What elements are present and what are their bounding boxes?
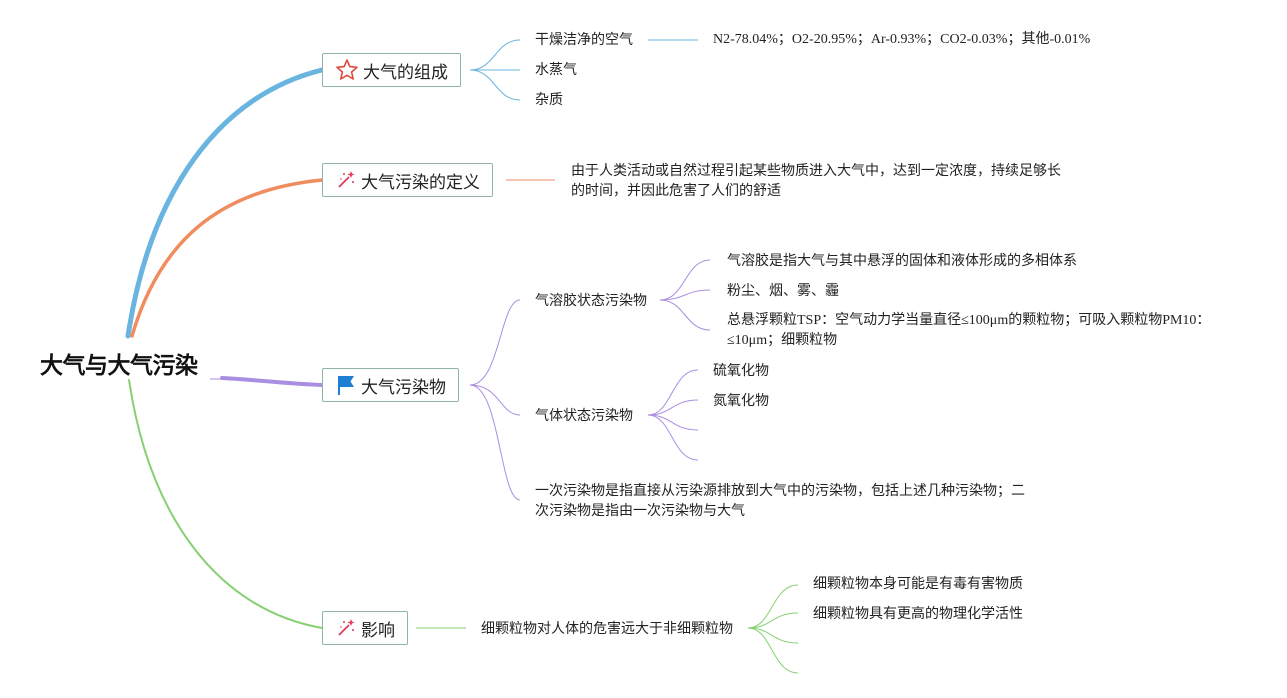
topic-composition[interactable]: 大气的组成 [322, 53, 461, 87]
link-impact-empty2 [747, 627, 799, 674]
link-comp-air [469, 39, 521, 71]
link-aerosol-tsp [659, 299, 711, 331]
link-poll-aerosol [469, 299, 521, 386]
primary-secondary-line1: 一次污染物是指直接从污染源排放到大气中的污染物，包括上述几种污染物；二 [535, 483, 1025, 499]
gas-sulfur-oxides[interactable]: 硫氧化物 [713, 363, 769, 379]
link-impact-active [747, 612, 799, 629]
topic-impact-label: 影响 [361, 620, 395, 641]
definition-detail-line2: 的时间，并因此危害了人们的舒适 [571, 183, 781, 199]
aerosol-tsp-line2: ≤10μm；细颗粒物 [727, 333, 838, 348]
impact-summary[interactable]: 细颗粒物对人体的危害远大于非细颗粒物 [481, 621, 733, 637]
composition-item-air[interactable]: 干燥洁净的空气 [535, 32, 633, 48]
impact-toxic[interactable]: 细颗粒物本身可能是有毒有害物质 [813, 576, 1023, 592]
link-aerosol-dust [659, 289, 711, 301]
link-impact-toxic [747, 584, 799, 629]
topic-pollutants[interactable]: 大气污染物 [322, 368, 459, 402]
topic-definition[interactable]: 大气污染的定义 [322, 163, 493, 197]
composition-item-impurity[interactable]: 杂质 [535, 92, 563, 108]
aerosol-tsp-line1: 总悬浮颗粒TSP：空气动力学当量直径≤100μm的颗粒物；可吸入颗粒物PM10： [727, 313, 1211, 328]
topic-composition-label: 大气的组成 [363, 62, 448, 83]
impact-active[interactable]: 细颗粒物具有更高的物理化学活性 [813, 606, 1023, 622]
pollutants-gas[interactable]: 气体状态污染物 [535, 408, 633, 424]
definition-detail-line1: 由于人类活动或自然过程引起某些物质进入大气中，达到一定浓度，持续足够长 [571, 163, 1061, 179]
definition-detail[interactable]: 由于人类活动或自然过程引起某些物质进入大气中，达到一定浓度，持续足够长 的时间，… [571, 161, 1061, 201]
gas-nitrogen-oxides[interactable]: 氮氧化物 [713, 393, 769, 409]
pollutants-aerosol[interactable]: 气溶胶状态污染物 [535, 293, 647, 309]
link-aerosol-def [659, 259, 711, 301]
star-icon [335, 58, 359, 82]
branch-composition [125, 67, 325, 339]
branch-pollutants [220, 376, 324, 387]
flag-icon [335, 374, 357, 396]
link-gas-empty1 [647, 414, 699, 431]
aerosol-tsp[interactable]: 总悬浮颗粒TSP：空气动力学当量直径≤100μm的颗粒物；可吸入颗粒物PM10：… [727, 311, 1210, 351]
topic-pollutants-label: 大气污染物 [361, 377, 446, 398]
topic-impact[interactable]: 影响 [322, 611, 408, 645]
root-topic[interactable]: 大气与大气污染 [40, 353, 198, 379]
link-comp-impurity [469, 69, 521, 101]
link-impact-empty1 [747, 627, 799, 644]
branch-impact [128, 379, 323, 629]
link-poll-gas [469, 384, 521, 416]
link-gas-nox [647, 399, 699, 416]
primary-secondary-line2: 次污染物是指由一次污染物与大气 [535, 503, 745, 519]
topic-definition-label: 大气污染的定义 [361, 172, 480, 193]
aerosol-types[interactable]: 粉尘、烟、雾、霾 [727, 283, 839, 299]
magic-wand-icon [335, 169, 357, 191]
pollutants-primary-secondary[interactable]: 一次污染物是指直接从污染源排放到大气中的污染物，包括上述几种污染物；二 次污染物… [535, 481, 1025, 521]
aerosol-definition[interactable]: 气溶胶是指大气与其中悬浮的固体和液体形成的多相体系 [727, 253, 1077, 269]
magic-wand-icon [335, 617, 357, 639]
air-composition-detail[interactable]: N2-78.04%；O2-20.95%；Ar-0.93%；CO2-0.03%；其… [713, 32, 1091, 47]
link-gas-empty2 [647, 414, 699, 461]
branch-definition [130, 178, 324, 338]
composition-item-water-vapor[interactable]: 水蒸气 [535, 62, 577, 78]
link-gas-sox [647, 369, 699, 416]
link-poll-primary [469, 384, 521, 501]
